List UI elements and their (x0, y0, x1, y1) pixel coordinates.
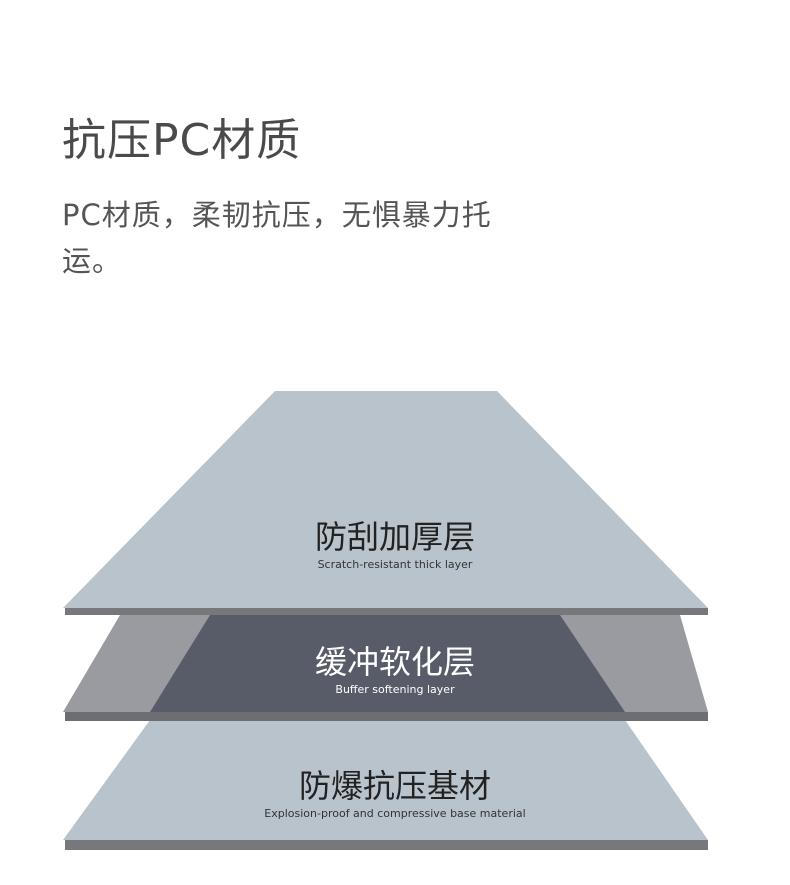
scratch-layer-name: 防刮加厚层 (314, 518, 475, 556)
scratch-layer (63, 391, 708, 615)
buffer-layer (63, 615, 708, 721)
buffer-layer-subtitle: Buffer softening layer (335, 683, 455, 696)
page-title: 抗压PC材质 (62, 115, 302, 166)
scratch-layer-label: 防刮加厚层 Scratch-resistant thick layer (0, 512, 790, 571)
base-layer-name: 防爆抗压基材 (298, 767, 491, 805)
base-layer (63, 720, 708, 850)
scratch-layer-subtitle: Scratch-resistant thick layer (317, 558, 473, 571)
base-layer-subtitle: Explosion-proof and compressive base mat… (264, 807, 526, 820)
buffer-layer-name: 缓冲软化层 (314, 643, 475, 681)
buffer-layer-label: 缓冲软化层 Buffer softening layer (0, 637, 790, 696)
description: PC材质，柔韧抗压，无惧暴力托运。 (62, 198, 492, 278)
base-layer-label: 防爆抗压基材 Explosion-proof and compressive b… (0, 761, 790, 820)
